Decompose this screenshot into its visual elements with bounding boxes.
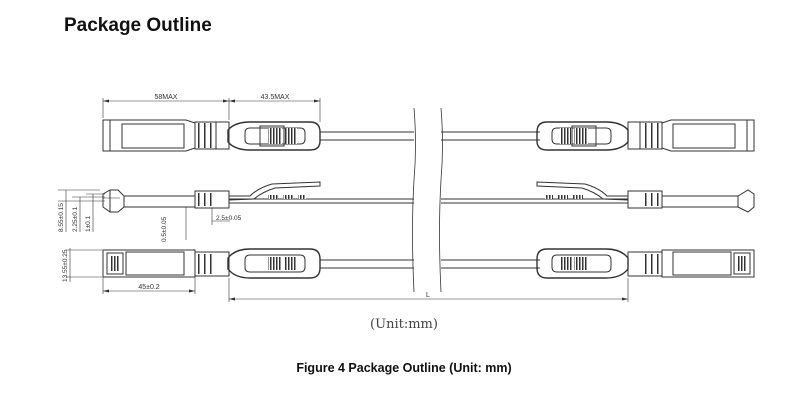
- figure-caption: Figure 4 Package Outline (Unit: mm): [296, 361, 512, 375]
- dim-offset: 2.5±0.05: [216, 215, 242, 222]
- bottom-view: [66, 248, 755, 302]
- side-view: [58, 181, 755, 240]
- dim-length-right: 43.5MAX: [261, 94, 290, 101]
- dim-thickness-mid: 2.25±0.1: [72, 206, 79, 232]
- dim-body-width: 45±0.2: [138, 284, 159, 291]
- dim-cable-length: L: [426, 292, 430, 299]
- dim-thickness-total: 8.55±0.15: [58, 203, 65, 232]
- top-view: [102, 98, 755, 152]
- page-title: Package Outline: [64, 15, 212, 36]
- dim-width: 13.55±0.25: [62, 249, 69, 282]
- dim-tab-gap: 0.5±0.05: [161, 216, 168, 242]
- dim-thickness-inner: 1±0.1: [85, 215, 92, 232]
- dim-length-left: 58MAX: [155, 94, 178, 101]
- cable-break-lines: [412, 107, 443, 293]
- unit-note: (Unit:mm): [370, 317, 438, 332]
